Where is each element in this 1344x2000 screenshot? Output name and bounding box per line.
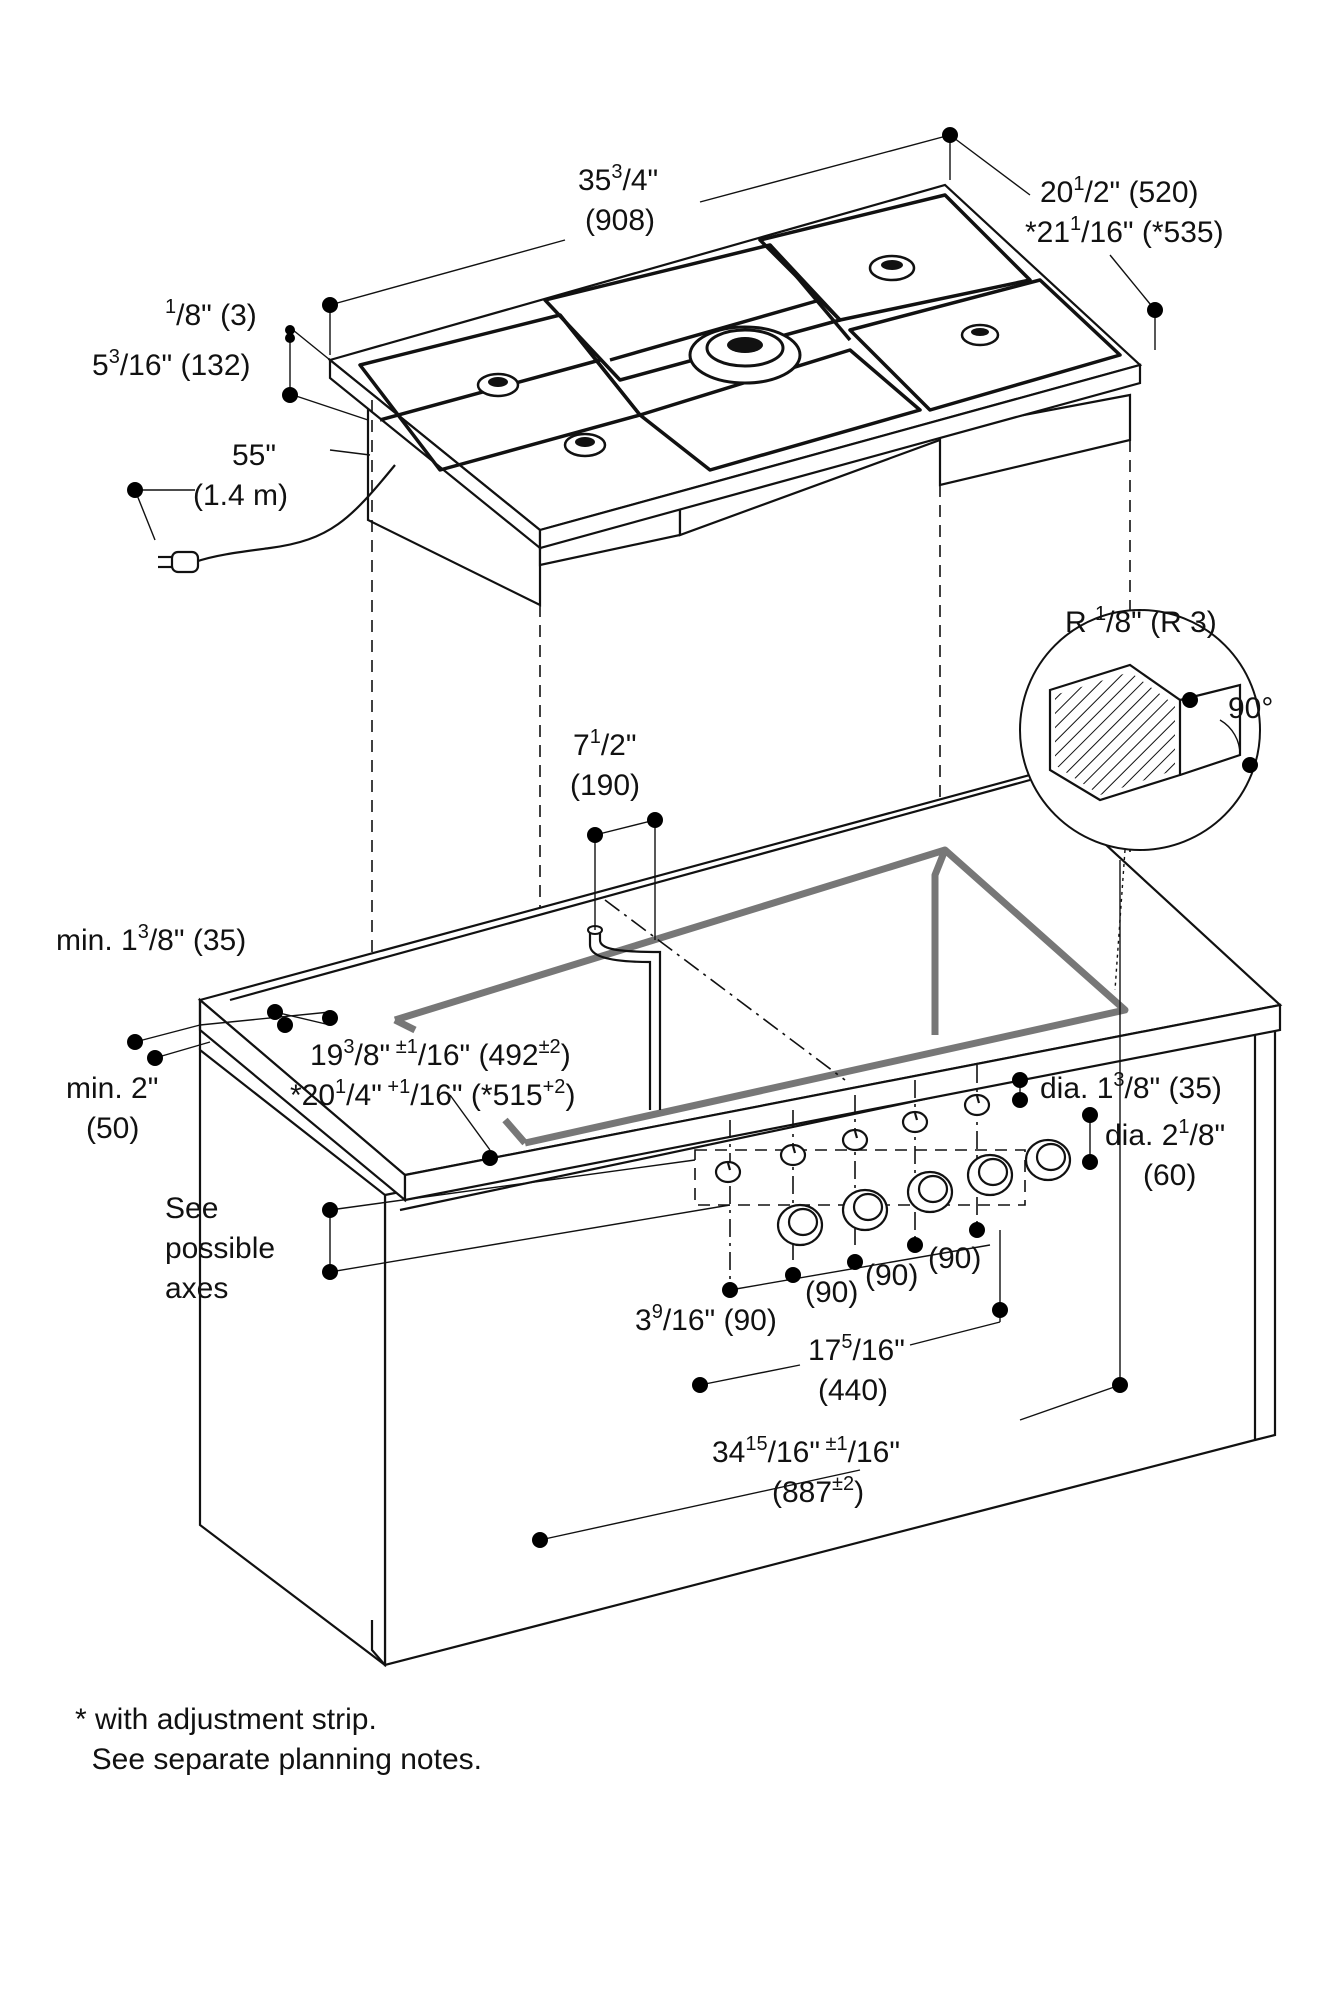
cooktop-depth-label: 201/2" (520) bbox=[1040, 173, 1199, 209]
gas-pipe-outline bbox=[598, 930, 662, 1110]
dimension-lines bbox=[134, 134, 1156, 1541]
edge-step bbox=[1179, 683, 1242, 777]
min-back-label: min. 2" bbox=[66, 1072, 158, 1105]
power-cord bbox=[194, 464, 396, 564]
knob-spacing-repeat-2: (90) bbox=[865, 1259, 918, 1292]
angle-arc bbox=[1219, 719, 1241, 756]
gas-offset-label: 71/2" bbox=[573, 726, 636, 762]
cord-length-metric: (1.4 m) bbox=[193, 479, 288, 512]
control-knobs bbox=[694, 1065, 1072, 1290]
countertop-front-edge bbox=[403, 1003, 1282, 1202]
trim-thickness-label: 1/8" (3) bbox=[165, 296, 257, 332]
cooktop bbox=[158, 183, 1143, 607]
knob-small-4 bbox=[901, 1110, 929, 1134]
backsplash-line bbox=[229, 778, 1031, 1002]
knob-small-2 bbox=[779, 1143, 807, 1167]
knob-span-label: 175/16" bbox=[808, 1331, 905, 1367]
burner-center-wok bbox=[688, 325, 802, 385]
knob-small-5 bbox=[963, 1093, 991, 1117]
total-height-label: 53/16" (132) bbox=[92, 346, 251, 382]
knob-large-dia-mm: (60) bbox=[1143, 1159, 1196, 1192]
edge-hatch bbox=[1055, 672, 1175, 795]
cooktop-depth-adjusted-label: *211/16" (*535) bbox=[1025, 213, 1224, 249]
plug-icon bbox=[158, 550, 200, 574]
axes-note-line1: See bbox=[165, 1192, 218, 1225]
knob-small-dia-label: dia. 13/8" (35) bbox=[1040, 1069, 1222, 1105]
burner-front-mid bbox=[563, 432, 607, 458]
knob-large-dia-label: dia. 21/8" bbox=[1105, 1116, 1225, 1152]
footnote: * with adjustment strip. See separate pl… bbox=[75, 1700, 482, 1780]
knob-spacing-repeat-3: (90) bbox=[928, 1242, 981, 1275]
cutout-depth-label: 193/8" ±1/16" (492±2) bbox=[310, 1036, 571, 1072]
burner-front-left bbox=[476, 372, 520, 398]
angle-label: 90° bbox=[1228, 692, 1273, 725]
knob-large-1 bbox=[776, 1203, 824, 1247]
cooktop-width-label: 353/4" bbox=[578, 161, 658, 197]
knob-spacing-repeat-1: (90) bbox=[805, 1276, 858, 1309]
corner-radius-label: R 1/8" (R 3) bbox=[1065, 603, 1217, 639]
cutout-width-mm: (887±2) bbox=[772, 1473, 864, 1509]
min-front-label: min. 13/8" (35) bbox=[56, 921, 246, 957]
cutout-corner bbox=[393, 1016, 417, 1034]
min-back-mm: (50) bbox=[86, 1112, 139, 1145]
dimension-labels: 353/4" (908) 201/2" (520) *211/16" (*535… bbox=[56, 161, 1273, 1509]
knob-large-5 bbox=[1024, 1138, 1072, 1182]
cutout-width-label: 3415/16" ±1/16" bbox=[712, 1433, 900, 1469]
cutout-corner-2 bbox=[502, 1117, 528, 1146]
cooktop-width-mm: (908) bbox=[585, 204, 655, 237]
plinth bbox=[370, 1620, 386, 1666]
knob-large-3 bbox=[906, 1170, 954, 1214]
gas-pipe bbox=[588, 930, 652, 1110]
footnote-line2: See separate planning notes. bbox=[75, 1743, 482, 1776]
footnote-line1: * with adjustment strip. bbox=[75, 1703, 377, 1736]
knob-span-mm: (440) bbox=[818, 1374, 888, 1407]
knob-large-4 bbox=[966, 1153, 1014, 1197]
dimension-dots bbox=[127, 127, 1258, 1548]
edge-detail bbox=[1019, 609, 1261, 991]
axes-note-line2: possible bbox=[165, 1232, 275, 1265]
cooktop-side-edge bbox=[538, 363, 1142, 550]
cord-length-label: 55" bbox=[232, 439, 276, 472]
cutout-outline bbox=[393, 846, 1129, 1147]
cabinet-door-edge bbox=[399, 1023, 1277, 1442]
center-axis bbox=[604, 899, 846, 1081]
burner-right bbox=[960, 323, 1000, 347]
axes-note-line3: axes bbox=[165, 1272, 228, 1305]
knob-spacing-label: 39/16" (90) bbox=[635, 1301, 777, 1337]
knob-large-2 bbox=[841, 1188, 889, 1232]
knob-small-1 bbox=[714, 1160, 742, 1184]
gas-offset-mm: (190) bbox=[570, 769, 640, 802]
cutout-depth-adjusted-label: *201/4" +1/16" (*515+2) bbox=[290, 1076, 575, 1112]
cabinet bbox=[197, 773, 1283, 1668]
cutout-inner bbox=[931, 848, 949, 1035]
burner-rear-right bbox=[868, 254, 916, 282]
knob-small-3 bbox=[841, 1128, 869, 1152]
